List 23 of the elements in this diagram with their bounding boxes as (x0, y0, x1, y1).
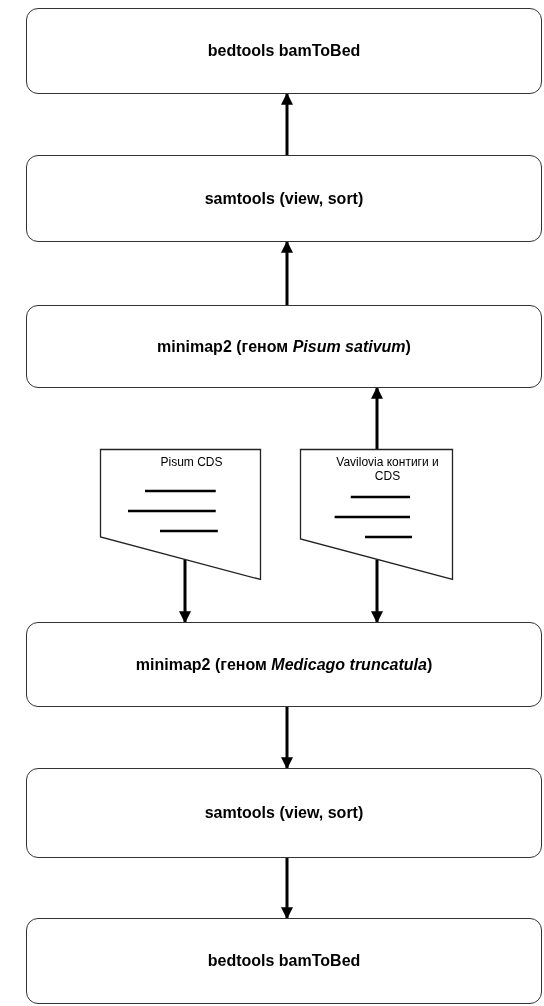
process-label: bedtools bamToBed (207, 42, 361, 60)
arrow (281, 858, 293, 920)
process-box (26, 155, 542, 242)
arrow (281, 240, 293, 305)
arrow (281, 707, 293, 770)
process-label: samtools (view, sort) (204, 189, 364, 208)
process-box (26, 918, 542, 1004)
document-label: Vavilovia контиги и CDS (335, 455, 440, 484)
document-shape (300, 449, 453, 580)
process-box (26, 8, 542, 94)
process-box (26, 622, 542, 707)
arrow (281, 92, 293, 155)
document-label: Pisum CDS (159, 455, 224, 470)
process-label: bedtools bamToBed (207, 952, 361, 970)
process-label: minimap2 (геном Pisum sativum) (157, 337, 411, 356)
document-shape (100, 449, 261, 580)
process-label: samtools (view, sort) (204, 804, 364, 822)
arrow (371, 559, 383, 624)
process-box (26, 768, 542, 858)
process-label: minimap2 (геном Medicago truncatula) (135, 655, 433, 674)
arrow (371, 386, 383, 449)
arrow (179, 559, 191, 624)
process-box (26, 305, 542, 388)
